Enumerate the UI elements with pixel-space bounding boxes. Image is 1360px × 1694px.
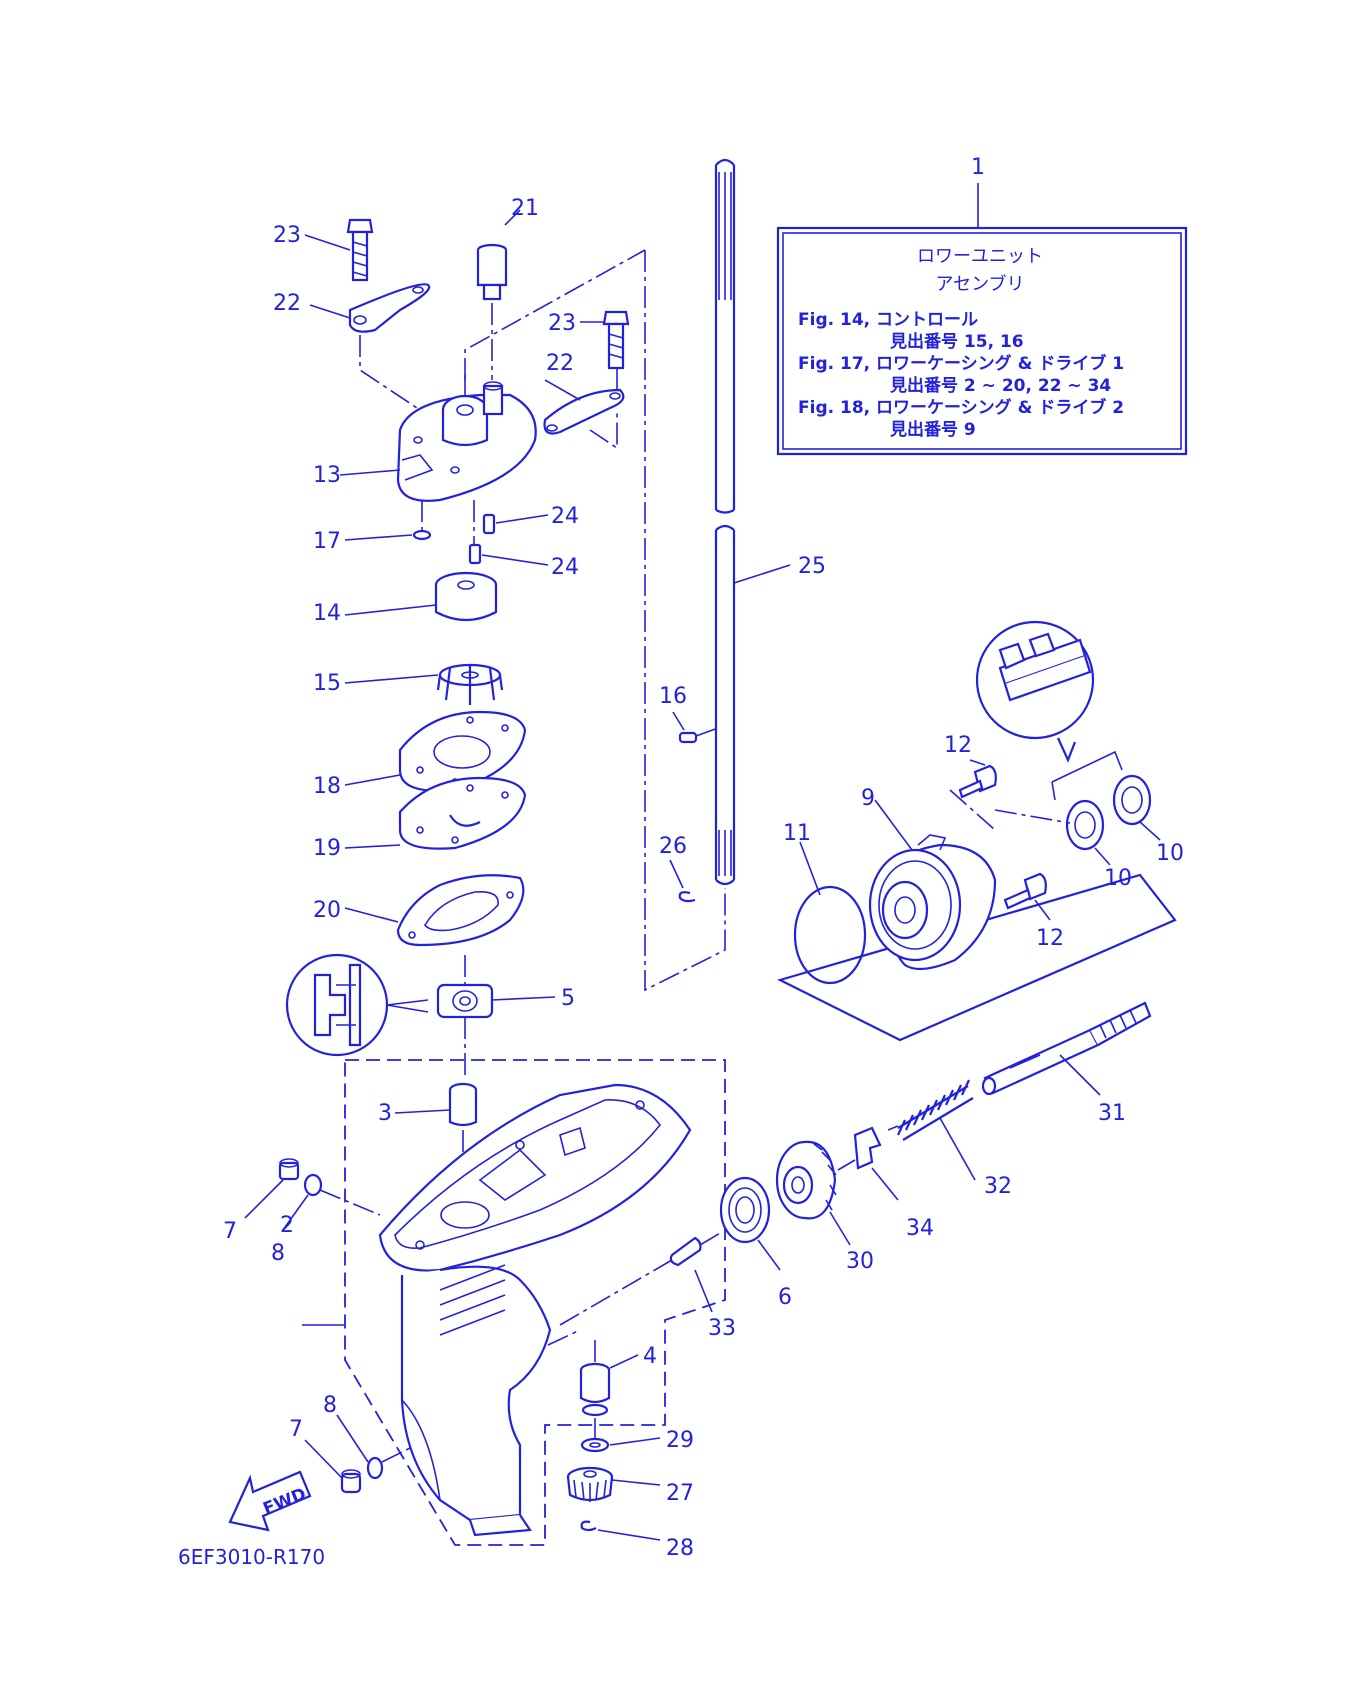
part-label-17: 17 [313,529,341,554]
part-label-6: 6 [778,1285,792,1310]
part-label-8-lower: 8 [323,1393,337,1418]
part-label-20: 20 [313,898,341,923]
bearing-housing-9 [868,834,997,971]
box-line-1: Fig. 14, コントロール [798,310,978,330]
forward-arrow-icon: FWD [228,1470,312,1532]
dowel-24-upper [482,513,496,535]
oil-seal-10-a [1065,799,1105,851]
part-label-16: 16 [659,684,687,709]
box-line-3: Fig. 17, ロワーケーシング & ドライブ 1 [798,353,1124,374]
part-label-12-upper: 12 [944,733,972,758]
part-label-28: 28 [666,1536,694,1561]
part-label-8-upper: 8 [271,1241,285,1266]
part-label-2: 2 [280,1213,294,1238]
box-title-1: ロワーユニット [917,246,1043,267]
washer-29 [580,1437,610,1453]
part-label-34: 34 [906,1216,934,1241]
bolt-12-lower [1003,872,1047,910]
spring-32 [897,1079,974,1141]
dowel-24-lower [468,543,482,565]
part-label-10-a: 10 [1104,866,1132,891]
bushing-3 [448,1082,478,1127]
circlip-26 [678,891,696,903]
part-label-25: 25 [798,554,826,579]
box-line-2: 見出番号 15, 16 [889,331,1024,352]
dog-clutch-34 [853,1126,882,1170]
impeller-housing-14 [434,571,498,622]
box-title-2: アセンブリ [935,273,1024,295]
part-label-22-left: 22 [273,291,301,316]
drive-shaft-centerline [644,250,726,992]
propeller-shaft-31 [981,1001,1152,1096]
part-label-23-right: 23 [548,311,576,336]
part-label-11: 11 [783,821,811,846]
gasket-8-lower [366,1456,384,1480]
part-label-10-b: 10 [1156,841,1184,866]
propeller-group-bracket [776,873,1177,1042]
seal-detail-5 [285,953,429,1057]
sleeve-21 [476,243,508,301]
part-label-1: 1 [971,155,985,180]
plate-22-left [348,283,431,333]
impeller-15 [436,663,504,705]
bolt-23-left [346,218,374,282]
drain-plug-7-lower [340,1469,362,1494]
part-label-24-lower: 24 [551,555,579,580]
part-label-26: 26 [659,834,687,859]
drive-shaft [714,158,791,886]
part-label-7-lower: 7 [289,1417,303,1442]
part-labels: 2 3 4 5 6 7 7 8 8 9 10 10 11 12 12 13 14… [223,196,1184,1561]
dowel-33 [669,1236,702,1267]
part-label-21: 21 [511,196,539,221]
part-label-22-right: 22 [546,351,574,376]
bushing-4 [579,1362,611,1417]
part-label-7-upper: 7 [223,1219,237,1244]
box-line-6: 見出番号 9 [889,419,976,440]
lower-casing-2 [378,1083,692,1537]
part-label-12-lower: 12 [1036,926,1064,951]
part-label-13: 13 [313,463,341,488]
gasket-20 [396,874,525,947]
pin-16 [678,731,698,744]
o-ring-11 [793,885,867,985]
oil-seal-5 [436,983,494,1019]
part-label-4: 4 [643,1344,657,1369]
part-label-32: 32 [984,1174,1012,1199]
part-label-29: 29 [666,1428,694,1453]
part-label-18: 18 [313,774,341,799]
part-label-15: 15 [313,671,341,696]
part-label-5: 5 [561,986,575,1011]
part-label-9: 9 [861,786,875,811]
reference-box: 1 ロワーユニット アセンブリ Fig. 14, コントロール 見出番号 15,… [776,155,1188,456]
seal-detail-10 [975,620,1095,740]
bolt-23-right [602,310,630,370]
bearing-6 [719,1176,771,1244]
circlip-28 [580,1520,597,1532]
oil-seal-10-b [1112,774,1152,826]
drain-plug-7-upper [278,1158,300,1181]
diagram-code: 6EF3010-R170 [178,1545,325,1569]
part-label-27: 27 [666,1481,694,1506]
part-label-24-upper: 24 [551,504,579,529]
part-label-31: 31 [1098,1101,1126,1126]
part-label-33: 33 [708,1316,736,1341]
gasket-18 [398,710,527,792]
forward-gear-30 [775,1140,837,1220]
part-label-3: 3 [378,1101,392,1126]
box-line-5: Fig. 18, ロワーケーシング & ドライブ 2 [798,397,1124,418]
box-line-4: 見出番号 2 ~ 20, 22 ~ 34 [889,375,1111,396]
part-label-23-left: 23 [273,223,301,248]
pinion-gear-27 [566,1466,614,1502]
gasket-8-upper [303,1173,323,1197]
pump-housing-13 [396,381,537,502]
part-label-14: 14 [313,601,341,626]
plate-19 [398,776,527,850]
part-label-19: 19 [313,836,341,861]
bolt-12-upper [958,764,997,799]
part-label-30: 30 [846,1249,874,1274]
pin-17 [412,529,432,541]
